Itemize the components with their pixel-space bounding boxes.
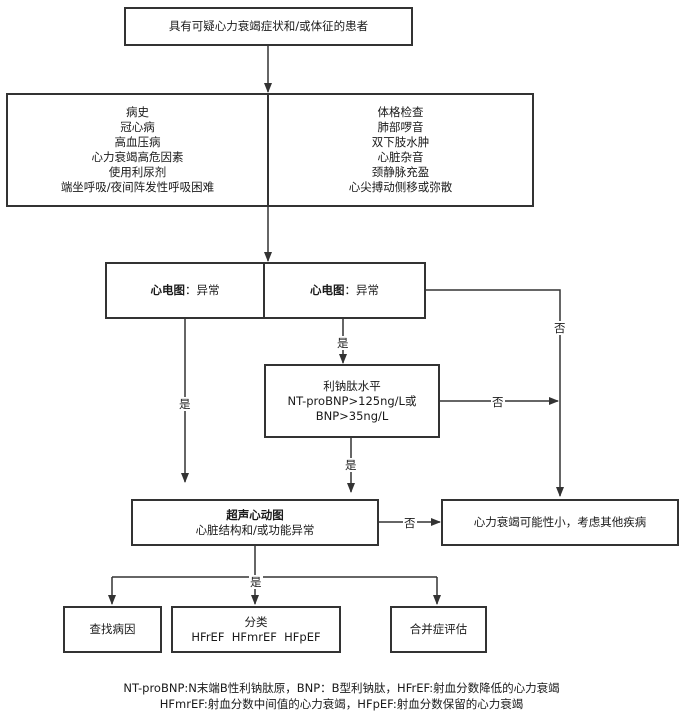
echo-box: 超声心动图 心脏结构和/或功能异常 [131, 499, 379, 546]
exam-line: 肺部啰音 [377, 120, 424, 134]
ecg-left-box: 心电图：异常 [105, 262, 265, 319]
echo-sub: 心脏结构和/或功能异常 [195, 522, 315, 537]
comorbid-box: 合并症评估 [390, 606, 487, 653]
exam-line: 心尖搏动侧移或弥散 [348, 180, 453, 194]
edge-label-no-echo: 否 [403, 516, 417, 530]
exam-line: 颈静脉充盈 [371, 165, 430, 179]
edge-label-yes-left: 是 [178, 397, 192, 411]
footnote-line-1: NT-proBNP:N末端B性利钠肽原，BNP：B型利钠肽，HFrEF:射血分数… [123, 681, 560, 695]
unlikely-box: 心力衰竭可能性小，考虑其他疾病 [441, 499, 679, 546]
arrow-ecg-no-to-unlikely [425, 289, 564, 497]
edge-label-no-bnp: 否 [491, 395, 505, 409]
classify-sub: HFrEF HFmrEF HFpEF [191, 629, 321, 644]
edge-label-yes-to-bnp: 是 [336, 336, 350, 350]
bnp-line: BNP>35ng/L [315, 408, 389, 423]
ecg-left-result: ：异常 [185, 283, 220, 297]
classify-box: 分类 HFrEF HFmrEF HFpEF [171, 606, 341, 653]
history-box: 病史 冠心病 高血压病 心力衰竭高危因素 使用利尿剂 端坐呼吸/夜间阵发性呼吸困… [6, 93, 269, 207]
edge-label-yes-echo: 是 [249, 575, 263, 589]
history-line: 心力衰竭高危因素 [91, 150, 184, 164]
history-line: 高血压病 [114, 135, 161, 149]
bnp-line: NT-proBNP>125ng/L或 [287, 393, 417, 408]
classify-title: 分类 [244, 614, 268, 629]
exam-box: 体格检查 肺部啰音 双下肢水肿 心脏杂音 颈静脉充盈 心尖搏动侧移或弥散 [267, 93, 534, 207]
history-line: 冠心病 [120, 120, 155, 134]
ecg-left-title: 心电图 [150, 283, 186, 297]
exam-line: 体格检查 [377, 105, 424, 119]
unlikely-label: 心力衰竭可能性小，考虑其他疾病 [473, 515, 647, 529]
bnp-line: 利钠肽水平 [323, 378, 381, 393]
comorbid-label: 合并症评估 [409, 622, 468, 636]
exam-line: 心脏杂音 [377, 150, 424, 164]
cause-box: 查找病因 [63, 606, 162, 653]
history-line: 使用利尿剂 [108, 165, 167, 179]
ecg-right-box: 心电图：异常 [263, 262, 426, 319]
edge-label-no-ecg: 否 [553, 321, 567, 335]
history-line: 病史 [126, 105, 149, 119]
ecg-right-result: ：异常 [344, 283, 380, 297]
echo-title: 超声心动图 [226, 507, 284, 522]
edge-label-yes-bnp: 是 [344, 458, 358, 472]
ecg-right-title: 心电图 [310, 283, 345, 297]
patient-label: 具有可疑心力衰竭症状和/或体征的患者 [168, 19, 369, 33]
footnote-line-2: HFmrEF:射血分数中间值的心力衰竭，HFpEF:射血分数保留的心力衰竭 [159, 697, 524, 711]
exam-line: 双下肢水肿 [371, 135, 430, 149]
patient-box: 具有可疑心力衰竭症状和/或体征的患者 [124, 7, 413, 46]
history-line: 端坐呼吸/夜间阵发性呼吸困难 [60, 180, 215, 194]
bnp-box: 利钠肽水平 NT-proBNP>125ng/L或 BNP>35ng/L [264, 364, 440, 438]
cause-label: 查找病因 [89, 622, 136, 636]
